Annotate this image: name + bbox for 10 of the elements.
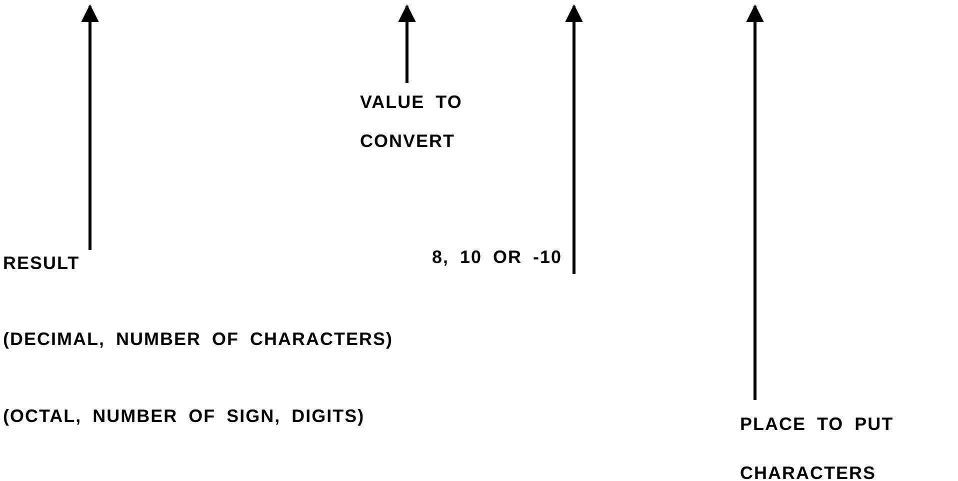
callout-text: PLACE TO PUT CHARACTERS [740,400,958,481]
arrow [398,4,416,83]
note-text: (DECIMAL, NUMBER OF CHARACTERS) [3,328,393,351]
arrow [81,4,99,250]
callout-text: 8, 10 OR -10 [420,244,562,270]
callout-text: RESULT [3,250,123,276]
arrow [746,4,764,400]
callout-text: VALUE TO CONVERT [360,83,490,161]
arrow [565,4,583,274]
note-text: (OCTAL, NUMBER OF SIGN, DIGITS) [3,405,365,428]
